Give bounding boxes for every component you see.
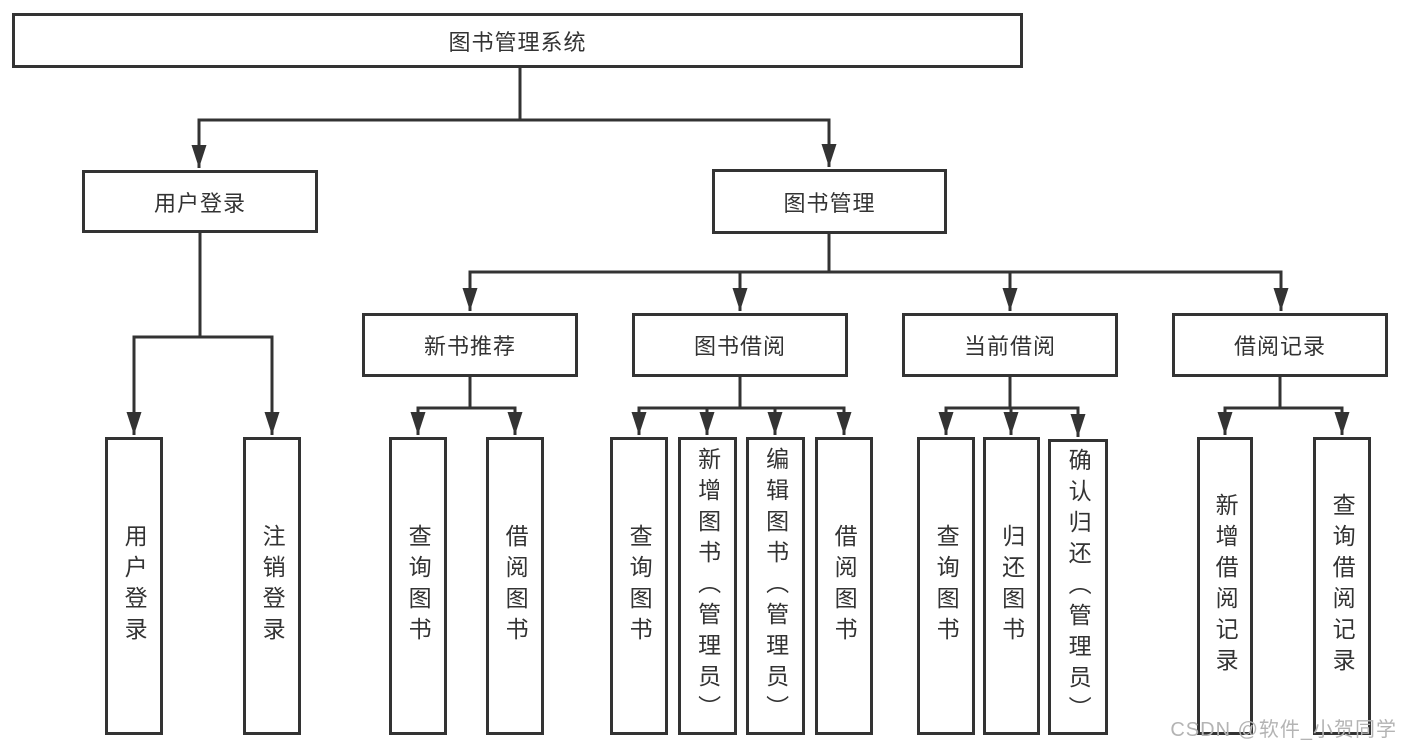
node-borrow-records: 借阅记录 <box>1172 313 1388 377</box>
leaf-query-books-borrow: 查询图书 <box>610 437 668 735</box>
leaf-add-book-admin: 新增图书（管理员） <box>678 437 737 735</box>
leaf-user-login: 用户登录 <box>105 437 163 735</box>
leaf-borrow-books: 借阅图书 <box>815 437 873 735</box>
node-book-borrow: 图书借阅 <box>632 313 848 377</box>
leaf-edit-book-admin: 编辑图书（管理员） <box>746 437 805 735</box>
leaf-add-borrow-record: 新增借阅记录 <box>1197 437 1253 735</box>
node-current-borrow: 当前借阅 <box>902 313 1118 377</box>
node-new-book-recommend: 新书推荐 <box>362 313 578 377</box>
node-book-management: 图书管理 <box>712 169 947 234</box>
node-library-management-system: 图书管理系统 <box>12 13 1023 68</box>
leaf-query-books-recommend: 查询图书 <box>389 437 447 735</box>
csdn-watermark: CSDN @软件_小贺同学 <box>1170 719 1397 741</box>
leaf-logout: 注销登录 <box>243 437 301 735</box>
leaf-query-borrow-record: 查询借阅记录 <box>1313 437 1371 735</box>
leaf-confirm-return-admin: 确认归还（管理员） <box>1048 439 1108 735</box>
node-user-login: 用户登录 <box>82 170 318 233</box>
leaf-query-books-current: 查询图书 <box>917 437 975 735</box>
leaf-borrow-books-recommend: 借阅图书 <box>486 437 544 735</box>
leaf-return-book: 归还图书 <box>983 437 1040 735</box>
